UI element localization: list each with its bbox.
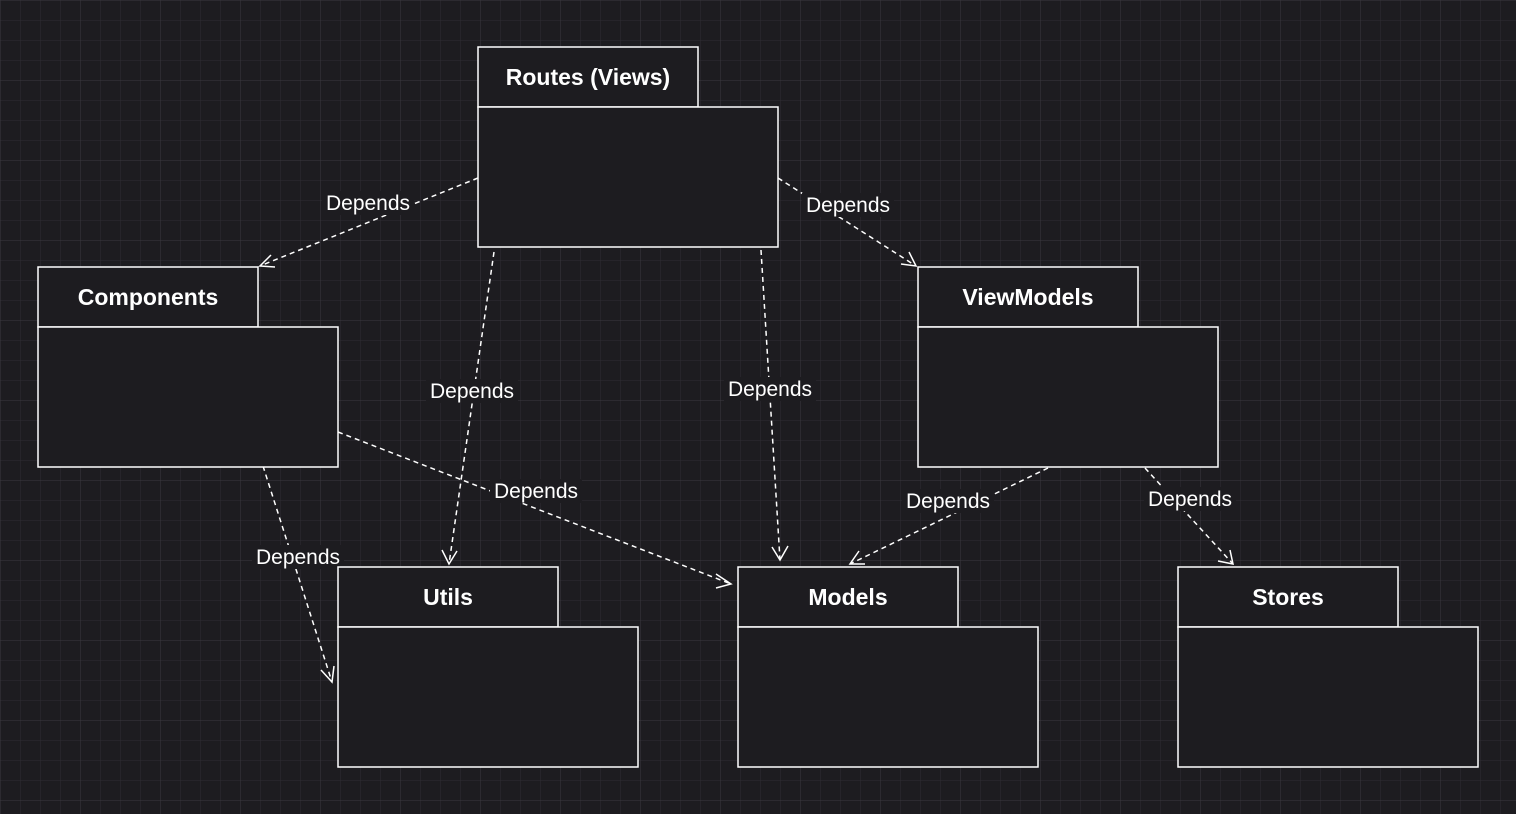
edge-components-models[interactable]: Depends [337, 431, 733, 589]
package-label: Components [78, 284, 219, 310]
edge-label: Depends [806, 194, 890, 217]
edge-routes-viewmodels[interactable]: Depends [777, 177, 918, 267]
edge-label: Depends [1148, 488, 1232, 511]
package-tab [917, 266, 1139, 328]
edge-label: Depends [494, 480, 578, 503]
package-tab [37, 266, 259, 328]
packages-layer: Routes (Views) Components ViewModels Uti… [37, 46, 1479, 768]
package-routes[interactable]: Routes (Views) [477, 46, 779, 248]
edge-label: Depends [728, 378, 812, 401]
package-body [737, 626, 1039, 768]
package-viewmodels[interactable]: ViewModels [917, 266, 1219, 468]
edge-routes-utils[interactable]: Depends [426, 251, 518, 566]
edge-label: Depends [326, 192, 410, 215]
package-label: Models [808, 584, 887, 610]
package-components[interactable]: Components [37, 266, 339, 468]
package-label: Stores [1252, 584, 1324, 610]
package-tab [477, 46, 699, 108]
edge-label: Depends [430, 380, 514, 403]
package-body [917, 326, 1219, 468]
package-label: Utils [423, 584, 473, 610]
edge-viewmodels-stores[interactable]: Depends [1144, 467, 1236, 565]
package-models[interactable]: Models [737, 566, 1039, 768]
edge-components-utils[interactable]: Depends [252, 465, 344, 684]
package-tab [337, 566, 559, 628]
package-body [477, 106, 779, 248]
package-body [1177, 626, 1479, 768]
package-body [337, 626, 639, 768]
package-label: ViewModels [962, 284, 1093, 310]
edge-label: Depends [906, 490, 990, 513]
package-body [37, 326, 339, 468]
edge-routes-components[interactable]: Depends [258, 177, 479, 268]
package-label: Routes (Views) [506, 64, 670, 90]
package-stores[interactable]: Stores [1177, 566, 1479, 768]
edge-viewmodels-models[interactable]: Depends [848, 467, 1049, 565]
edges-layer: Depends Depends Depends Depends [252, 177, 1236, 684]
package-utils[interactable]: Utils [337, 566, 639, 768]
edge-routes-models[interactable]: Depends [724, 249, 816, 562]
edge-label: Depends [256, 546, 340, 569]
package-tab [737, 566, 959, 628]
package-tab [1177, 566, 1399, 628]
